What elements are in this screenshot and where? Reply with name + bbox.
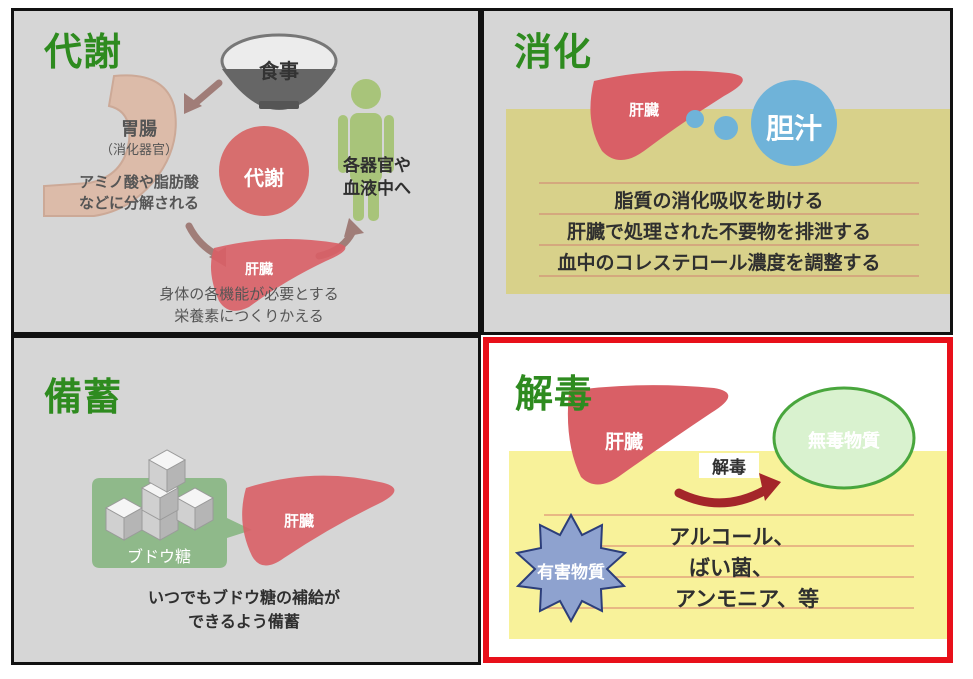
detox-arrow-label: 解毒 xyxy=(699,453,759,478)
stomach-title: 胃腸 xyxy=(121,119,157,140)
bile-drop-2 xyxy=(714,116,738,140)
digestion-line-3: 血中のコレステロール濃度を調整する xyxy=(557,252,881,274)
liver-label: 肝臓 xyxy=(604,431,643,453)
detox-item-1: アルコール、 xyxy=(669,525,795,549)
detox-item-2: ばい菌、 xyxy=(689,556,773,580)
stomach-icon xyxy=(43,74,177,217)
harmful-label: 有害物質 xyxy=(537,563,605,583)
liver-label: 肝臓 xyxy=(283,512,314,530)
storage-title: 備蓄 xyxy=(44,375,123,419)
panel-metabolism: 代謝 食事 胃腸 （消化器官） アミノ酸や脂肪酸 などに分解される 代謝 各器官… xyxy=(11,8,481,335)
digestion-note-box xyxy=(506,109,950,294)
metabolism-circle xyxy=(219,126,309,216)
liver-desc-1: 身体の各機能が必要とする xyxy=(159,285,339,303)
digestion-title: 消化 xyxy=(514,30,593,74)
panel-detox: 解毒 肝臓 解毒 無毒物質 有害物質 アルコール、 ばい菌、 アンモニア、等 xyxy=(483,337,953,663)
stomach-desc-2: などに分解される xyxy=(78,194,199,212)
panel-digestion: 消化 肝臓 胆汁 脂質の消化吸収を助ける 肝臓で処理された不要物を排泄する 血中… xyxy=(481,8,953,335)
detox-item-3: アンモニア、等 xyxy=(675,587,820,611)
panel-storage: 備蓄 ブドウ糖 肝臓 いつでもブドウ糖の補給が できるよう備蓄 xyxy=(11,335,481,665)
metabolism-center-label: 代謝 xyxy=(244,166,284,190)
detox-arrow xyxy=(674,483,774,508)
bile-drop-1 xyxy=(686,110,704,128)
organs-label-1: 各器官や xyxy=(343,156,411,176)
bile-circle xyxy=(751,80,837,166)
metabolism-illustration xyxy=(43,33,394,311)
digestion-illustration xyxy=(506,70,950,294)
metabolism-title: 代謝 xyxy=(44,30,123,74)
liver-icon xyxy=(567,385,729,485)
harmful-starburst xyxy=(514,512,628,624)
harmless-label: 無毒物質 xyxy=(808,431,880,452)
human-figure-icon xyxy=(338,79,394,221)
stomach-subtitle: （消化器官） xyxy=(99,143,178,158)
meal-label: 食事 xyxy=(259,59,299,83)
organs-label-2: 血液中へ xyxy=(343,179,411,199)
rice-bowl-icon xyxy=(220,33,338,110)
bile-label: 胆汁 xyxy=(765,112,822,145)
stomach-desc-1: アミノ酸や脂肪酸 xyxy=(79,173,199,191)
liver-icon xyxy=(590,70,743,160)
liver-label: 肝臓 xyxy=(628,101,659,119)
liver-desc-2: 栄養素につくりかえる xyxy=(174,307,324,325)
liver-icon xyxy=(210,239,346,311)
detox-illustration xyxy=(509,385,947,639)
digestion-line-1: 脂質の消化吸収を助ける xyxy=(614,190,824,212)
storage-desc-1: いつでもブドウ糖の補給が xyxy=(147,588,340,607)
storage-desc-2: できるよう備蓄 xyxy=(188,612,300,631)
liver-label: 肝臓 xyxy=(245,262,273,278)
note-lines xyxy=(539,182,919,277)
glucose-label: ブドウ糖 xyxy=(126,547,191,566)
liver-icon xyxy=(242,475,395,566)
storage-illustration xyxy=(92,449,395,568)
digestion-line-2: 肝臓で処理された不要物を排泄する xyxy=(566,221,871,243)
sugar-cubes-icon xyxy=(104,449,215,541)
detox-title: 解毒 xyxy=(515,372,594,416)
harmless-ellipse xyxy=(772,386,916,490)
